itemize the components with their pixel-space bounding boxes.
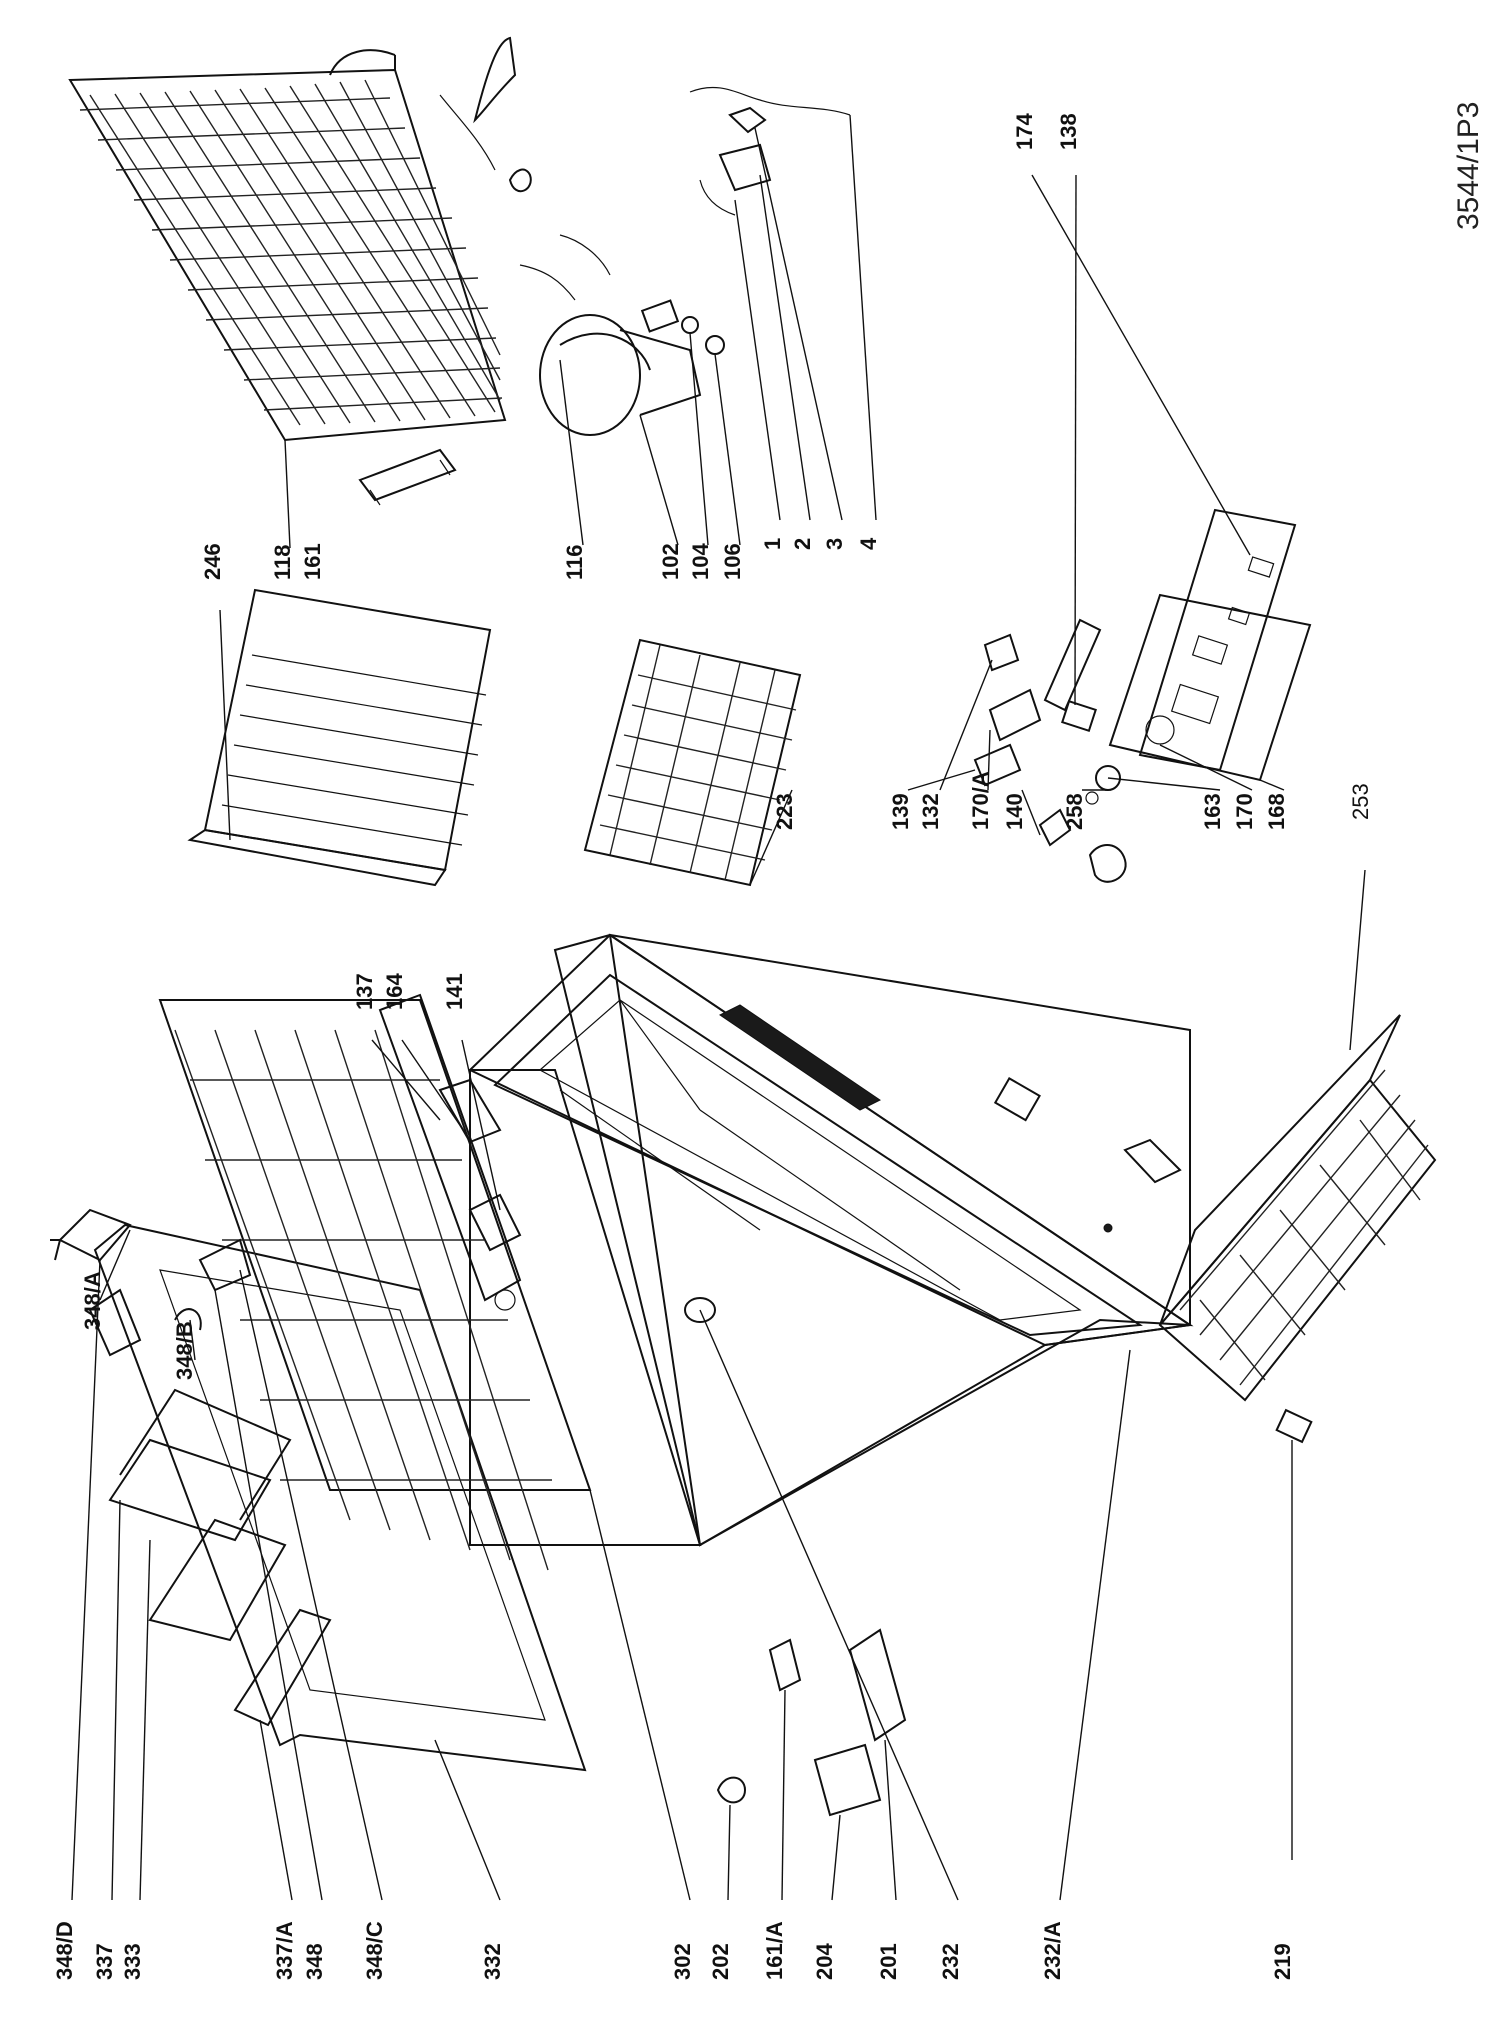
hinge-parts [716,1628,907,1901]
wire-shelf-246 [187,588,492,887]
lid-assembly [93,993,1131,1901]
wire-basket [1158,869,1437,1860]
part-label-219: 219 [1270,1943,1295,1980]
part-label-102: 102 [658,543,683,580]
part-label-170: 170 [1232,793,1257,830]
part-label-348-C: 348/C [362,1921,387,1980]
part-label-170-A: 170/A [968,771,993,830]
part-label-223: 223 [772,793,797,830]
part-label-2: 2 [790,538,815,550]
part-label-104: 104 [688,543,713,580]
part-label-4: 4 [856,537,881,550]
drawing-reference-code: 3544/1P3 [1452,102,1485,230]
part-label-137: 137 [352,973,377,1010]
part-label-106: 106 [720,543,745,580]
chest-cabinet [468,933,1194,1547]
part-label-348: 348 [302,1943,327,1980]
grid-shelf-223 [583,638,802,887]
part-label-258: 258 [1062,793,1087,830]
part-label-168: 168 [1264,793,1289,830]
leaders-top [284,114,877,549]
part-label-348-A: 348/A [80,1271,105,1330]
part-label-140: 140 [1002,793,1027,830]
part-label-204: 204 [812,1943,837,1980]
hinge-bracket-161 [358,448,457,506]
part-label-141: 141 [442,973,467,1010]
part-label-333: 333 [120,1943,145,1980]
part-label-139: 139 [888,793,913,830]
part-label-337-A: 337/A [272,1921,297,1980]
part-label-232: 232 [938,1943,963,1980]
part-label-348-D: 348/D [52,1921,77,1980]
part-label-161-A: 161/A [762,1921,787,1980]
part-label-1: 1 [760,538,785,550]
part-label-163: 163 [1200,793,1225,830]
part-label-116: 116 [562,545,587,581]
evaporator-coil [68,36,517,442]
control-panel [1043,508,1312,805]
part-label-138: 138 [1056,113,1081,150]
part-label-118: 118 [270,545,295,581]
part-label-246: 246 [200,543,225,580]
thermostat-parts [907,174,1285,883]
part-label-174: 174 [1012,113,1037,150]
part-label-348-B: 348/B [172,1321,197,1380]
part-label-3: 3 [822,538,847,550]
starter-relay [689,86,851,216]
part-label-253: 253 [1348,783,1373,820]
part-label-337: 337 [92,1943,117,1980]
part-label-161: 161 [300,543,325,580]
handle-parts [50,1208,383,1901]
part-label-164: 164 [382,973,407,1010]
part-label-232-A: 232/A [1040,1921,1065,1980]
part-label-302: 302 [670,1943,695,1980]
part-label-332: 332 [480,1943,505,1980]
compressor [508,168,725,436]
part-label-132: 132 [918,793,943,830]
part-label-202: 202 [708,1943,733,1980]
part-label-201: 201 [876,1943,901,1980]
